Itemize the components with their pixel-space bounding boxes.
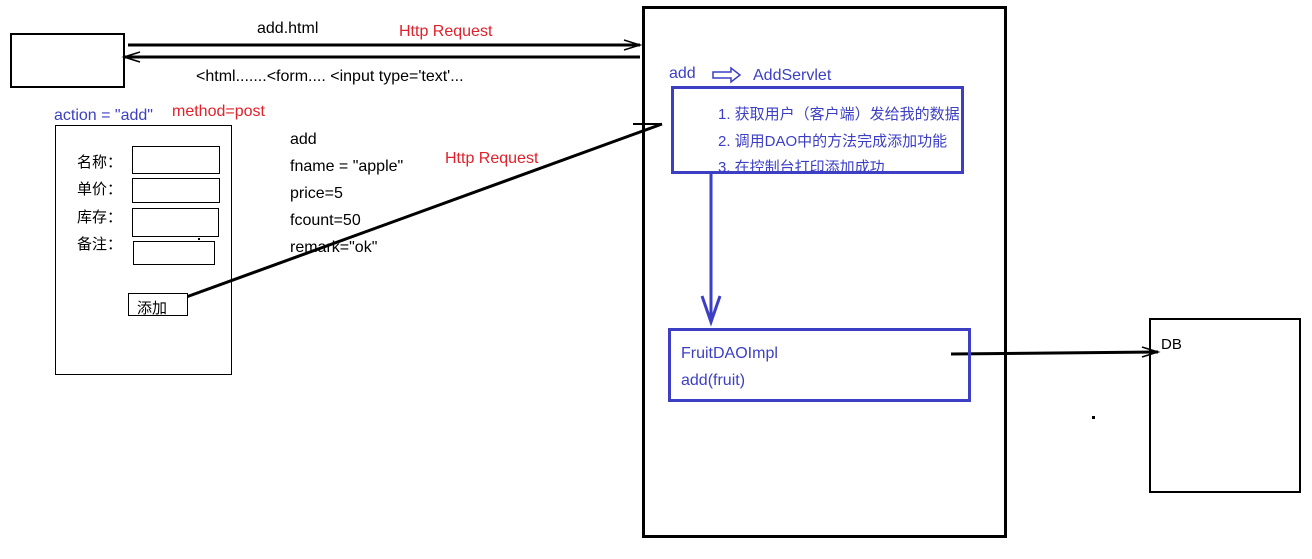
form-field-label: 单价： [77,181,123,198]
payload-line: add [290,131,317,148]
payload-line: fname = "apple" [290,158,404,175]
form-field-label: 名称： [77,154,123,171]
stray-dot [198,238,200,240]
form-field-label: 库存： [77,209,123,226]
dao-to-db-arrow [950,350,1159,356]
request-path-label: add.html [257,20,319,37]
client-browser-box [10,33,125,88]
name-input[interactable] [132,146,220,174]
servlet-step: 2. 调用DAO中的方法完成添加功能 [718,133,948,150]
remark-input[interactable] [133,241,215,265]
servlet-name: AddServlet [753,67,832,84]
database-box: DB [1149,318,1301,493]
servlet-step: 1. 获取用户（客户端）发给我的数据 [718,106,960,123]
dao-box: FruitDAOImpl add(fruit) [668,328,971,402]
dao-class-name: FruitDAOImpl [681,345,778,362]
count-input[interactable] [132,208,219,237]
request-arrowhead [623,39,643,51]
stray-dot [1092,416,1095,419]
submit-request-arrow [177,122,663,302]
html-form-box: 名称： 单价： 库存： 备注： 添加 [55,125,232,375]
response-html-label: <html.......<form.... <input type='text'… [196,68,464,85]
form-action-label: action = "add" [54,107,153,124]
payload-line: fcount=50 [290,212,361,229]
servlet-steps-box: 1. 获取用户（客户端）发给我的数据 2. 调用DAO中的方法完成添加功能 3.… [671,86,964,176]
submit-button[interactable]: 添加 [128,293,188,317]
dao-to-db-arrowhead [1141,346,1161,358]
servlet-step: 3. 在控制台打印添加成功 [718,159,885,176]
request-label: Http Request [399,23,493,40]
server-box [642,6,1007,538]
price-input[interactable] [132,178,220,203]
submit-request-label: Http Request [445,150,539,167]
payload-line: price=5 [290,185,343,202]
dao-method: add(fruit) [681,372,746,389]
servlet-to-dao-arrowhead [700,295,722,327]
form-field-label: 备注： [77,236,123,253]
servlet-mapping-url: add [669,65,696,82]
form-method-label: method=post [172,103,265,120]
database-label: DB [1161,336,1182,353]
mapping-hollow-arrow-icon [712,66,742,84]
payload-line: remark="ok" [290,239,378,256]
submit-button-label: 添加 [137,300,168,317]
